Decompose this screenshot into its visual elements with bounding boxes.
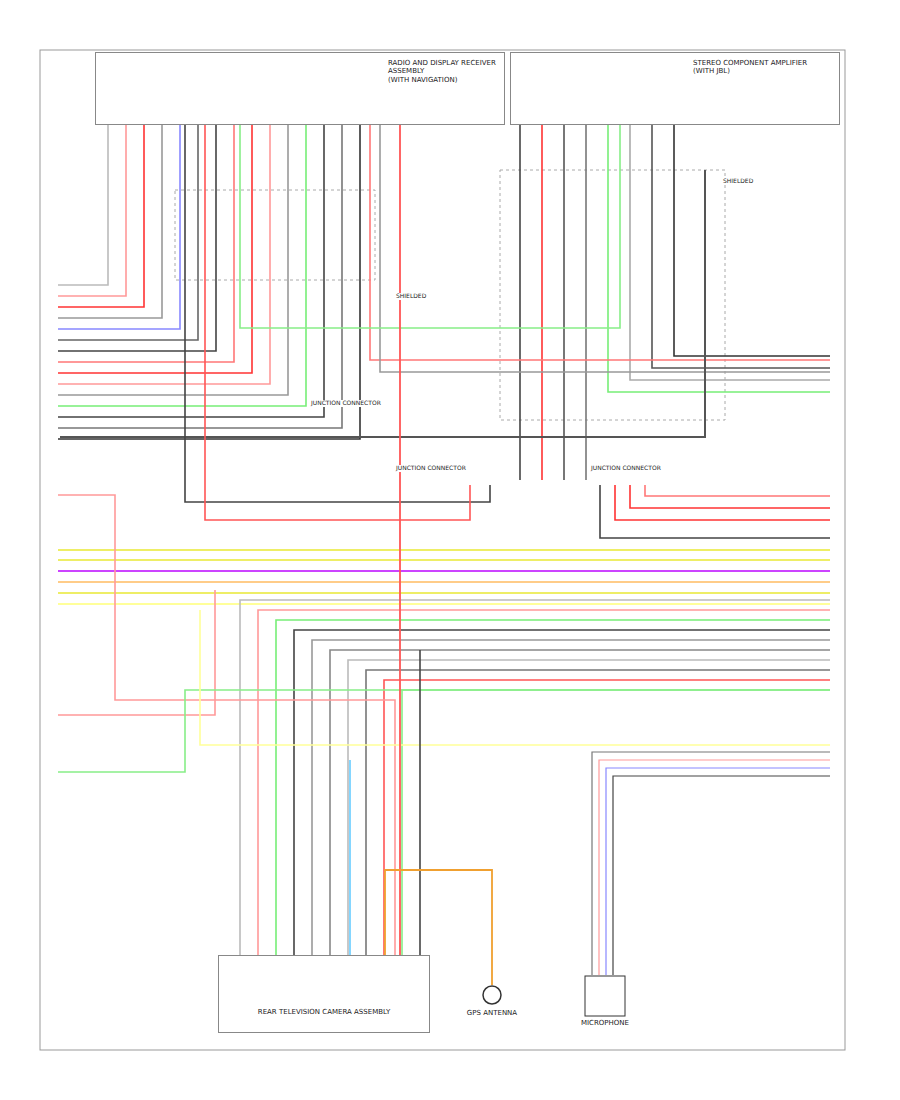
wire xyxy=(58,549,830,551)
wire xyxy=(419,650,421,955)
wire xyxy=(58,125,162,318)
wire xyxy=(630,485,830,508)
wire xyxy=(60,170,705,437)
antenna-node: GPS ANTENNA xyxy=(452,985,532,1029)
wire xyxy=(541,125,543,480)
part-label: JUNCTION CONNECTOR xyxy=(590,465,662,472)
part-label: JUNCTION CONNECTOR xyxy=(310,400,382,407)
node-text: GPS ANTENNA xyxy=(454,1009,530,1017)
wire xyxy=(58,495,395,955)
wire xyxy=(600,485,830,538)
amplifier-box: STEREO COMPONENT AMPLIFIER(WITH JBL) xyxy=(510,52,840,125)
wire xyxy=(563,125,565,480)
microphone-symbol xyxy=(565,975,645,1019)
wire xyxy=(58,125,252,373)
wire xyxy=(58,125,288,395)
wire xyxy=(380,125,830,372)
wire xyxy=(58,590,215,715)
wire xyxy=(58,125,180,329)
wire xyxy=(330,650,830,955)
wire xyxy=(205,125,470,520)
wire xyxy=(58,581,830,583)
wire xyxy=(258,610,830,955)
wire xyxy=(384,680,830,955)
node-text: REAR TELEVISION CAMERA ASSEMBLY xyxy=(223,1008,425,1016)
wire xyxy=(185,125,490,502)
wire xyxy=(585,125,587,480)
wire xyxy=(645,485,830,496)
shield-outline xyxy=(500,170,725,420)
wire xyxy=(58,125,234,362)
wire xyxy=(58,125,144,307)
wire xyxy=(58,559,830,561)
wire xyxy=(606,768,830,975)
wire xyxy=(58,125,360,439)
part-label: SHIELDED xyxy=(395,293,427,300)
wire xyxy=(276,620,830,955)
wire xyxy=(58,125,342,428)
wire xyxy=(58,125,108,285)
wire xyxy=(58,125,198,340)
wire xyxy=(58,125,216,351)
wire xyxy=(58,125,126,296)
receiver-box: RADIO AND DISPLAY RECEIVER ASSEMBLY(WITH… xyxy=(95,52,505,125)
wire xyxy=(312,640,830,955)
wire xyxy=(652,125,830,368)
wire xyxy=(608,125,830,392)
node-text: (WITH JBL) xyxy=(691,67,833,75)
wire xyxy=(58,125,324,417)
microphone-node: MICROPHONE xyxy=(565,975,645,1029)
microphone-body xyxy=(585,976,625,1016)
antenna-circle xyxy=(483,986,501,1004)
wire xyxy=(674,125,830,356)
wire xyxy=(58,603,830,605)
wire-connector xyxy=(399,125,401,955)
wire xyxy=(240,125,620,328)
wire xyxy=(58,125,306,406)
wire xyxy=(366,670,830,955)
wire xyxy=(599,760,830,975)
wire xyxy=(58,125,270,384)
node-text: STEREO COMPONENT AMPLIFIER xyxy=(691,59,833,67)
page-frame xyxy=(40,50,845,1050)
wire xyxy=(200,610,830,745)
wire xyxy=(592,752,830,975)
wire xyxy=(519,125,521,480)
wire xyxy=(630,125,830,380)
node-text: RADIO AND DISPLAY RECEIVER ASSEMBLY xyxy=(386,59,498,76)
wire xyxy=(402,690,830,955)
antenna-symbol xyxy=(452,985,532,1029)
camera-box: REAR TELEVISION CAMERA ASSEMBLY xyxy=(218,955,430,1033)
wire xyxy=(613,776,830,975)
wire xyxy=(58,570,830,572)
part-label: JUNCTION CONNECTOR xyxy=(395,465,467,472)
wire xyxy=(370,125,830,360)
wire-connector xyxy=(385,870,492,985)
wire xyxy=(615,485,830,520)
wire xyxy=(349,760,351,955)
node-text: (WITH NAVIGATION) xyxy=(386,76,498,84)
node-text: MICROPHONE xyxy=(567,1019,643,1027)
part-label: SHIELDED xyxy=(722,178,754,185)
wire xyxy=(294,630,830,955)
wire xyxy=(240,600,830,955)
wire xyxy=(58,592,830,594)
